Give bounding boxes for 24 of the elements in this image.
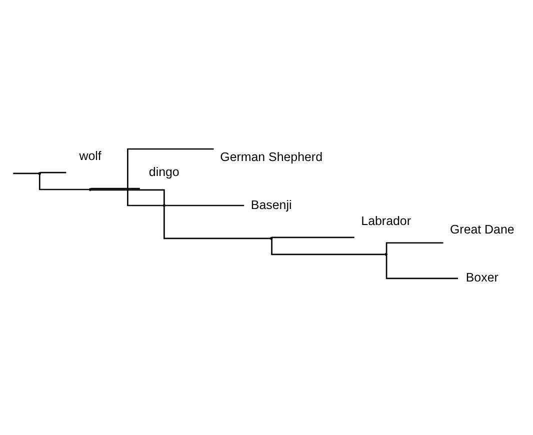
connector	[165, 204, 244, 206]
node-text: Boxer	[466, 270, 498, 285]
connector	[386, 242, 444, 254]
node-text: Labrador	[361, 214, 411, 228]
connector	[38, 174, 90, 190]
node-point	[38, 172, 41, 175]
connector	[386, 255, 458, 280]
connector	[13, 172, 39, 174]
node-text: dingo	[148, 164, 180, 179]
connector	[40, 172, 66, 174]
node-text: Great Dane	[450, 222, 514, 237]
node-point	[88, 188, 92, 191]
node-point	[162, 204, 166, 207]
node-text: wolf	[79, 148, 102, 163]
connector	[271, 239, 385, 256]
node-point	[270, 237, 273, 240]
connector	[90, 188, 140, 190]
node-text: Basenji	[250, 198, 292, 212]
connector	[272, 236, 354, 238]
connector	[127, 148, 214, 206]
connector	[91, 189, 165, 204]
connector	[163, 206, 270, 240]
node-text: German Shepherd	[220, 150, 323, 164]
node-point	[384, 253, 388, 256]
